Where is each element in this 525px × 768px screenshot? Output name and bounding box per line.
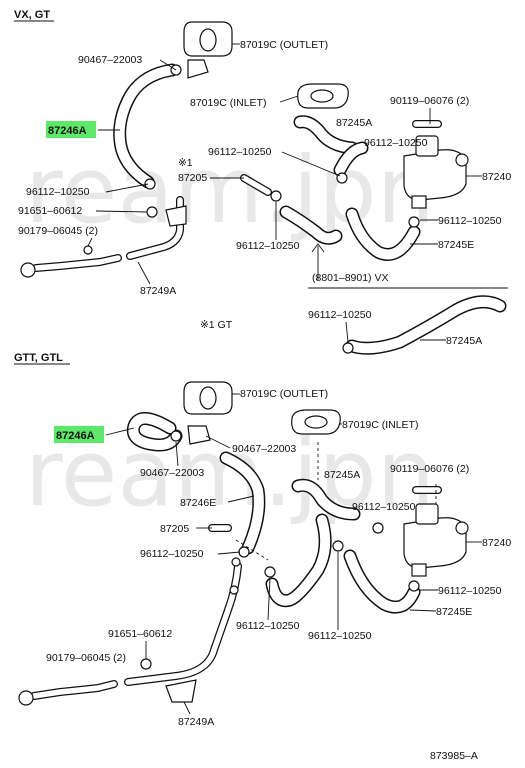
label-87245e: 87245E [438, 239, 474, 251]
clip-shape [187, 425, 211, 445]
flange [18, 690, 34, 706]
label-90467: 90467–22003 [78, 54, 142, 66]
label-91651: 91651–60612 [18, 205, 82, 217]
label-96112-b3: 96112–10250 [438, 585, 502, 597]
label-90119-b: 90119–06076 (2) [390, 463, 469, 475]
nut-91651 [146, 206, 158, 218]
variant-arrow-head [311, 243, 325, 253]
label-91651-b: 91651–60612 [108, 628, 172, 640]
label-90467-b2: 90467–22003 [232, 443, 296, 455]
label-87205: 87205 [178, 172, 207, 184]
clip-shape [187, 59, 209, 79]
label-87019c-outlet: 87019C (OUTLET) [240, 39, 328, 51]
label-90467-b1: 90467–22003 [140, 467, 204, 479]
label-87205-b: 87205 [160, 523, 189, 535]
top-labels: 90467–22003 87019C (OUTLET) 87019C (INLE… [18, 39, 511, 347]
label-96112-b5: 96112–10250 [308, 630, 372, 642]
clamp [342, 342, 354, 354]
label-90179: 90179–06045 (2) [18, 225, 98, 237]
section-title-vx-gt: VX, GT [14, 9, 50, 21]
label-87245a-b: 87245A [324, 469, 360, 481]
label-96112-b2: 96112–10250 [140, 548, 204, 560]
clamp [144, 178, 156, 190]
highlight-87246a-b [54, 426, 104, 443]
clamp [336, 172, 348, 184]
label-87245e-b: 87245E [436, 606, 472, 618]
label-87249a: 87249A [140, 285, 176, 297]
section-title-gtt-gtl: GTT, GTL [14, 352, 63, 364]
watermark-top: ream.jpn [25, 137, 435, 244]
bottom-drawing [18, 381, 469, 706]
diagram-code: 873985–A [430, 750, 478, 762]
label-96112-c: 96112–10250 [26, 186, 90, 198]
label-96112-b: 96112–10250 [364, 137, 428, 149]
label-87240: 87240 [482, 171, 511, 183]
label-87019c-inlet-b: 87019C (INLET) [342, 419, 418, 431]
label-96112-d: 96112–10250 [438, 215, 502, 227]
top-drawing [20, 21, 508, 355]
label-87245a-variant: 87245A [446, 335, 482, 347]
label-90119: 90119–06076 (2) [390, 95, 469, 107]
label-gt-note: ※1 GT [200, 319, 233, 331]
clamp [270, 190, 282, 202]
highlight-87246a [46, 121, 96, 138]
label-sub-vx: (8801–8901) VX [312, 272, 388, 284]
label-96112-b4: 96112–10250 [236, 620, 300, 632]
label-96112-f: 96112–10250 [308, 309, 372, 321]
label-87246a: 87246A [48, 125, 87, 137]
label-87240-b: 87240 [482, 537, 511, 549]
label-96112-a: 96112–10250 [208, 146, 272, 158]
clamp [408, 216, 420, 228]
nut-90179 [83, 245, 93, 255]
label-mark: ※1 [178, 157, 193, 169]
label-87019c-outlet-b: 87019C (OUTLET) [240, 388, 328, 400]
label-87246a-b: 87246A [56, 430, 95, 442]
label-90179-b: 90179–06045 (2) [46, 652, 126, 664]
label-96112-e: 96112–10250 [236, 240, 300, 252]
label-87019c-inlet: 87019C (INLET) [190, 97, 266, 109]
outlet-cap-port [199, 28, 217, 52]
air-valve-87240-bottom [403, 517, 467, 569]
label-87249a-b: 87249A [178, 716, 214, 728]
inlet-gasket-hole [310, 89, 334, 103]
label-87245a: 87245A [336, 117, 372, 129]
label-96112-b1: 96112–10250 [352, 501, 416, 513]
air-valve-87240 [403, 149, 467, 201]
bottom-labels: 87019C (OUTLET) 87246A 90467–22003 87019… [46, 388, 511, 728]
label-87246e: 87246E [180, 497, 216, 509]
flange [20, 262, 36, 278]
